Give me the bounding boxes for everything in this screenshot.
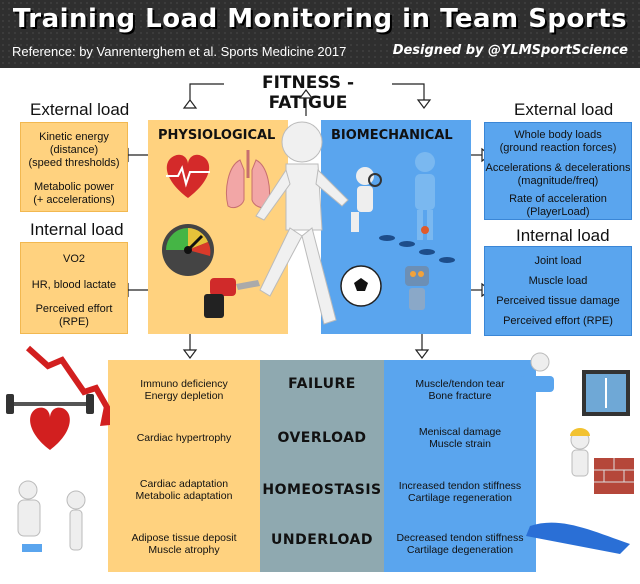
page-title: Training Load Monitoring in Team Sports [12,4,628,34]
left-internal-item: HR, blood lactate [31,279,117,291]
state-overload: OVERLOAD [277,430,367,446]
heart-barbell-icon [6,394,94,450]
gauge-icon [162,224,214,276]
physiological-label: PHYSIOLOGICAL [158,128,276,143]
biomechanical-label: BIOMECHANICAL [331,128,453,143]
bio-outcome-line: Muscle/tendon tear [415,378,505,390]
declining-shape-icon [526,522,630,554]
left-internal-item: (RPE) [59,316,89,328]
bio-outcome-line: Decreased tendon stiffness [396,532,524,544]
left-external-item: Metabolic power [33,181,115,193]
right-internal-item: Joint load [534,255,582,267]
physio-outcome-line: Adipose tissue deposit [131,532,237,544]
declining-arrow-icon [25,345,110,426]
robot-icon [405,266,429,310]
reference-text: Reference: by Vanrenterghem et al. Sport… [12,44,347,59]
lower-left-illustrations [6,345,110,552]
right-internal-item: Perceived effort (RPE) [503,315,613,327]
state-underload: UNDERLOAD [271,532,373,548]
soccer-ball-icon [340,265,382,307]
running-figure-icon [255,121,349,325]
bio-outcome-line: Cartilage degeneration [406,544,514,556]
bio-outcome-line: Increased tendon stiffness [398,480,522,492]
physio-outcome-line: Metabolic adaptation [135,490,233,502]
right-external-item: (PlayerLoad) [526,206,590,218]
xray-screen-icon [582,370,630,416]
biomechanical-outcomes-panel: Muscle/tendon tear Bone fracture Menisca… [384,360,536,572]
physiological-panel: PHYSIOLOGICAL [148,120,288,334]
left-internal-item: Perceived effort [35,303,113,315]
lower-right-illustrations [520,352,634,554]
bio-outcome-line: Bone fracture [428,390,492,402]
designed-by-text: Designed by @YLMSportScience [392,43,628,58]
bio-outcome-line: Muscle strain [429,438,491,450]
left-internal-item: VO2 [62,253,85,265]
brick-wall-icon [594,458,634,494]
right-external-item: (magnitude/freq) [517,175,599,187]
right-external-item: Accelerations & decelerations [485,162,631,174]
physio-outcome-line: Muscle atrophy [148,544,220,556]
left-internal-box: VO2 HR, blood lactate Perceived effort (… [20,242,128,334]
state-homeostasis: HOMEOSTASIS [262,482,382,498]
left-external-box: Kinetic energy (distance) (speed thresho… [20,122,128,212]
bio-outcome-line: Meniscal damage [418,426,502,438]
right-external-item: Rate of acceleration [509,193,607,205]
right-internal-item: Muscle load [528,275,588,287]
heart-icon [166,154,210,198]
right-internal-box: Joint load Muscle load Perceived tissue … [484,246,632,336]
footprints-icon [379,235,455,263]
fuel-nozzle-icon [204,278,260,318]
physiological-icons [162,150,270,318]
biomechanical-icons [340,152,455,310]
thin-figure-icon [66,490,86,551]
left-external-item: Kinetic energy [39,131,109,143]
left-external-item: (speed thresholds) [28,157,120,169]
right-external-item: (ground reaction forces) [499,142,617,154]
left-internal-heading: Internal load [30,220,124,239]
right-external-box: Whole body loads (ground reaction forces… [484,122,632,220]
lungs-icon [226,150,270,209]
load-states-panel: FAILURE OVERLOAD HOMEOSTASIS UNDERLOAD [260,360,384,572]
physiological-outcomes-panel: Immuno deficiency Energy depletion Cardi… [108,360,260,572]
physio-outcome-line: Energy depletion [144,390,224,402]
left-external-item: (+ accelerations) [33,194,115,206]
physio-outcome-line: Cardiac hypertrophy [136,432,232,444]
injured-figure-icon [520,352,554,392]
left-external-item: (distance) [49,144,99,156]
bio-outcome-line: Cartilage regeneration [408,492,512,504]
header-banner [0,0,640,68]
figure-on-scale-icon [17,480,42,552]
right-internal-item: Perceived tissue damage [496,295,620,307]
physio-outcome-line: Cardiac adaptation [139,478,229,490]
right-external-item: Whole body loads [514,129,602,141]
state-failure: FAILURE [288,376,356,392]
physio-outcome-line: Immuno deficiency [140,378,228,390]
biomechanical-panel: BIOMECHANICAL [321,120,471,334]
figure-inspecting-icon [351,167,382,232]
construction-worker-icon [570,428,590,477]
fitness-fatigue-label: FITNESS - FATIGUE [261,73,355,113]
right-internal-heading: Internal load [516,226,610,245]
right-external-heading: External load [514,100,614,119]
skeleton-figure-icon [415,152,435,240]
left-external-heading: External load [30,100,130,119]
